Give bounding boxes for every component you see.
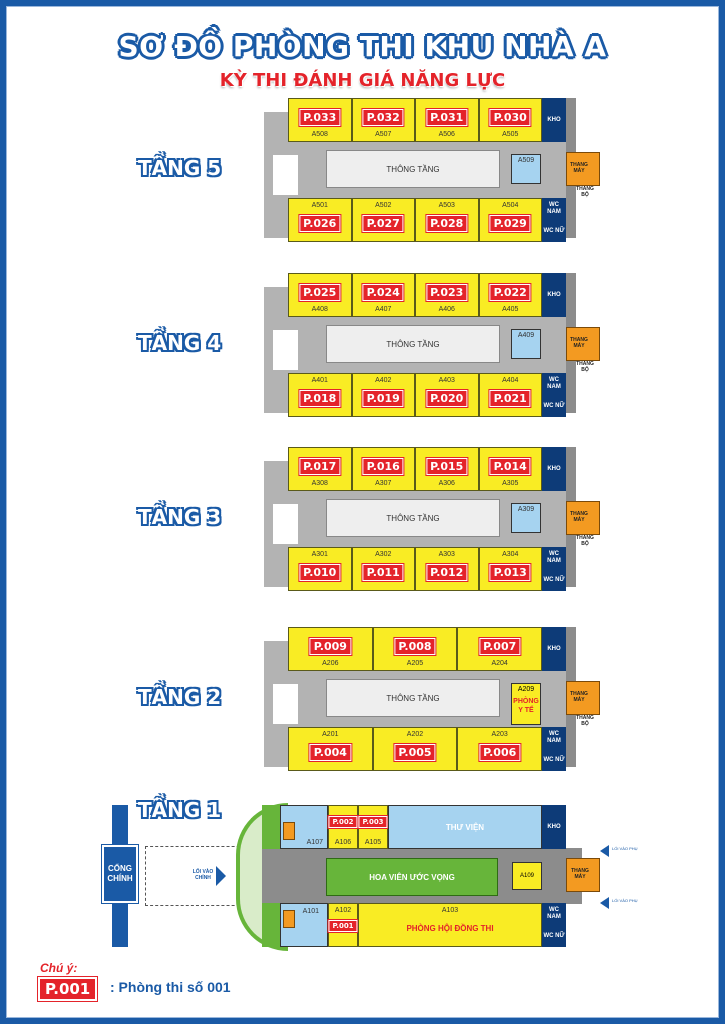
stairs-top-left (283, 822, 295, 840)
stairs-label: THANG BỘ (576, 535, 594, 547)
side-entry-arrow-bottom-icon (600, 897, 609, 909)
wc-women: WC NỮ (542, 749, 566, 771)
exam-room: A203 P.006 (457, 727, 542, 771)
exam-room: P.032 A507 (351, 98, 415, 142)
exam-room: A402 P.019 (351, 373, 415, 417)
exam-council-room: A103 PHÒNG HỘI ĐỒNG THI (358, 903, 542, 947)
entrance-label: LỐI VÀO CHÍNH (192, 869, 214, 881)
exam-room: A303 P.012 (415, 547, 479, 591)
side-room: A309 (511, 503, 541, 533)
corridor-atrium: THÔNG TẦNG (326, 499, 500, 537)
green-block-bottom (262, 903, 280, 947)
exam-room: P.016 A307 (351, 447, 415, 491)
side-entry-label-top: LỐI VÀO PHỤ (612, 846, 638, 851)
exam-room: P.023 A406 (415, 273, 479, 317)
exam-room: A201 P.004 (288, 727, 373, 771)
corridor-atrium: THÔNG TẦNG (326, 150, 500, 188)
wc-men: WC NAM (542, 727, 566, 749)
exam-room: A202 P.005 (372, 727, 458, 771)
floor-label: TẦNG 5 (138, 156, 222, 180)
corridor-atrium: THÔNG TẦNG (326, 679, 500, 717)
note-badge: P.001 (38, 977, 98, 1001)
elevator-floor1 (566, 858, 600, 892)
stairs-bottom-left (283, 910, 295, 928)
exam-room: A501 P.026 (288, 198, 352, 242)
wc-women: WC NỮ (542, 220, 566, 242)
stairs-label: THANG BỘ (576, 186, 594, 198)
exam-room: A504 P.029 (478, 198, 542, 242)
exam-room: P.009 A206 (288, 627, 373, 671)
storage-room: KHO (542, 273, 566, 317)
room-a109: A109 (512, 862, 542, 890)
exam-room: P.025 A408 (288, 273, 352, 317)
corridor-atrium: THÔNG TẦNG (326, 325, 500, 363)
exam-room: P.015 A306 (415, 447, 479, 491)
room-p001: A102 P.001 (328, 903, 358, 947)
exam-room: A502 P.027 (351, 198, 415, 242)
wc-men: WC NAM (542, 198, 566, 220)
side-room: A209 PHÒNG Y TẾ (511, 683, 541, 725)
side-room: A509 (511, 154, 541, 184)
side-entry-arrow-top-icon (600, 845, 609, 857)
side-room: A409 (511, 329, 541, 359)
poster-title: SƠ ĐỒ PHÒNG THI KHU NHÀ A (118, 30, 607, 63)
entrance-arrow-icon (216, 866, 226, 886)
exam-room: P.017 A308 (288, 447, 352, 491)
main-gate: CỔNG CHÍNH (102, 845, 138, 903)
exam-room: P.014 A305 (478, 447, 542, 491)
courtyard-gap (273, 330, 298, 370)
wc-women: WC NỮ (542, 569, 566, 591)
elevator-label: THANG MÁY (570, 691, 588, 703)
exam-room: A301 P.010 (288, 547, 352, 591)
exam-room: A403 P.020 (415, 373, 479, 417)
elevator (566, 327, 600, 361)
floor-label: TẦNG 2 (138, 685, 222, 709)
exam-room: P.033 A508 (288, 98, 352, 142)
exam-room: A404 P.021 (478, 373, 542, 417)
elevator-label: THANG MÁY (570, 511, 588, 523)
wc-women: WC NỮ (542, 395, 566, 417)
exam-room: P.007 A204 (457, 627, 542, 671)
poster-subtitle: KỲ THI ĐÁNH GIÁ NĂNG LỰC (219, 70, 506, 91)
courtyard-gap (273, 155, 298, 195)
storage-floor1: KHO (542, 805, 566, 849)
wc-men: WC NAM (542, 373, 566, 395)
exam-room: A304 P.013 (478, 547, 542, 591)
elevator (566, 501, 600, 535)
note-label: Chú ý: (40, 961, 78, 975)
exam-room: P.022 A405 (478, 273, 542, 317)
elevator-label: THANG MÁY (570, 162, 588, 174)
exam-room: P.030 A505 (478, 98, 542, 142)
note-text: : Phòng thi số 001 (110, 979, 231, 995)
wc-women-floor1: WC NỮ (542, 925, 566, 947)
floor-label: TẦNG 3 (138, 505, 222, 529)
elevator-label: THANG MÁY (570, 337, 588, 349)
elevator (566, 152, 600, 186)
room-p002: P.002 A106 (328, 805, 358, 849)
courtyard-gap (273, 684, 298, 724)
room-p003: P.003 A105 (358, 805, 388, 849)
garden: HOA VIÊN ƯỚC VỌNG (326, 858, 498, 896)
exam-room: A302 P.011 (351, 547, 415, 591)
wc-men-floor1: WC NAM (542, 903, 566, 925)
exam-room: P.008 A205 (372, 627, 458, 671)
floor-label: TẦNG 4 (138, 331, 222, 355)
exam-room: P.024 A407 (351, 273, 415, 317)
elevator-floor1-label: THANG MÁY (571, 868, 589, 880)
storage-room: KHO (542, 447, 566, 491)
exam-room: A401 P.018 (288, 373, 352, 417)
wc-men: WC NAM (542, 547, 566, 569)
elevator (566, 681, 600, 715)
courtyard-gap (273, 504, 298, 544)
storage-room: KHO (542, 98, 566, 142)
exam-room: A503 P.028 (415, 198, 479, 242)
stairs-label: THANG BỘ (576, 715, 594, 727)
exam-room: P.031 A506 (415, 98, 479, 142)
side-entry-label-bottom: LỐI VÀO PHỤ (612, 898, 638, 903)
stairs-label: THANG BỘ (576, 361, 594, 373)
green-block-top (262, 805, 280, 849)
library: THƯ VIỆN (388, 805, 542, 849)
floor-1-label: TẦNG 1 (138, 798, 222, 822)
storage-room: KHO (542, 627, 566, 671)
